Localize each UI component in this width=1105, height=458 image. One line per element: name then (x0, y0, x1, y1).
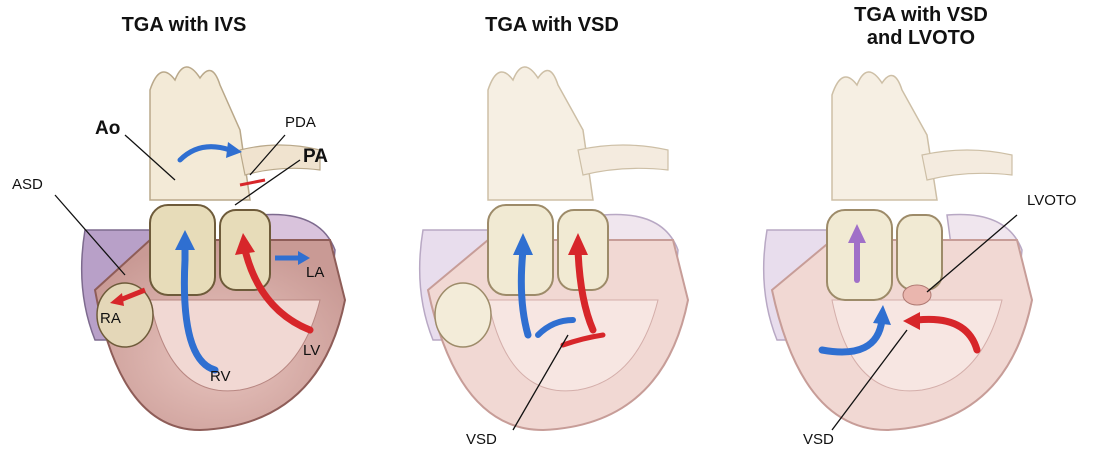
label-ra: RA (100, 310, 121, 327)
great-vessel-shape (488, 67, 593, 200)
label-asd: ASD (12, 176, 43, 193)
label-pa: PA (303, 146, 328, 168)
great-vessel-shape (150, 67, 250, 200)
label-la: LA (306, 264, 324, 281)
label-vsd: VSD (466, 431, 497, 448)
great-vessel-shape (832, 72, 937, 200)
heart-illustration-vsd (368, 0, 736, 458)
label-pda: PDA (285, 114, 316, 131)
label-lv: LV (303, 342, 320, 359)
ra-chamber-shape (435, 283, 491, 347)
panel-tga-vsd: TGA with VSD VSD (368, 0, 736, 458)
label-lvoto: LVOTO (1027, 192, 1076, 209)
lvoto-obstruction-shape (903, 285, 931, 305)
pulmonary-valve-shape (897, 215, 942, 290)
heart-illustration-lvoto (737, 0, 1105, 458)
label-rv: RV (210, 368, 231, 385)
pa-branch-shape (922, 150, 1012, 180)
pa-branch-shape (578, 145, 668, 175)
heart-illustration-ivs (0, 0, 368, 458)
panel-tga-ivs: TGA with IVS (0, 0, 368, 458)
label-vsd: VSD (803, 431, 834, 448)
label-ao: Ao (95, 118, 120, 140)
panel-tga-vsd-lvoto: TGA with VSD and LVOTO LVOTO VSD (737, 0, 1105, 458)
